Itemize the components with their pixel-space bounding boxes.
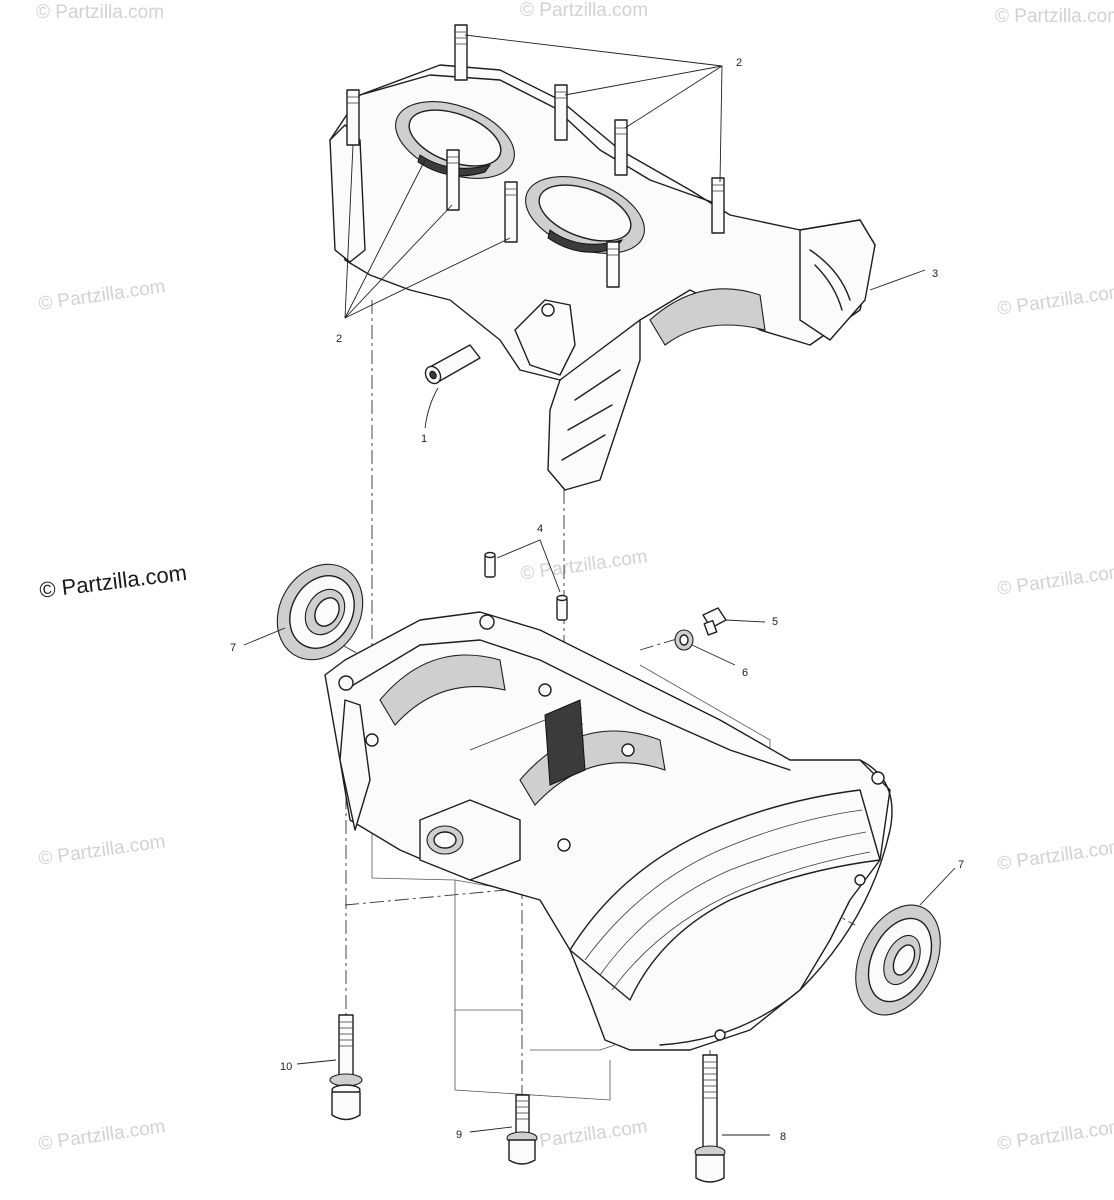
upper-crankcase (329, 64, 876, 491)
drain-plug (702, 607, 727, 636)
callout-labels: 1 2 2 3 4 5 6 7 7 8 9 10 (230, 57, 964, 1143)
watermark: © Partzilla.com (520, 0, 649, 21)
callout-7-left: 7 (230, 642, 236, 654)
sealing-washer (674, 629, 694, 651)
callout-5: 5 (772, 616, 778, 628)
dowel-pin (424, 344, 481, 385)
leader-lines (243, 34, 956, 1136)
bolt-9 (506, 1094, 538, 1165)
callout-1: 1 (421, 433, 427, 445)
callout-8: 8 (780, 1131, 786, 1143)
dowel-pins-4 (484, 551, 568, 621)
callout-7-right: 7 (958, 859, 964, 871)
bolt-8 (694, 1054, 726, 1183)
callout-6: 6 (742, 667, 748, 679)
crank-seal-right (855, 904, 941, 1016)
cylinder-studs (346, 24, 725, 288)
callout-9: 9 (456, 1129, 462, 1141)
callout-4: 4 (537, 523, 543, 535)
lower-crankcase (324, 611, 893, 1051)
crank-seal-left (276, 563, 364, 661)
watermark: © Partzilla.com (36, 2, 165, 23)
bolt-10 (329, 1014, 363, 1121)
callout-3: 3 (932, 268, 938, 280)
callout-2-top: 2 (736, 57, 742, 69)
watermark: © Partzilla.com (995, 6, 1114, 27)
callout-10: 10 (280, 1061, 292, 1073)
callout-2-bottom: 2 (336, 333, 342, 345)
